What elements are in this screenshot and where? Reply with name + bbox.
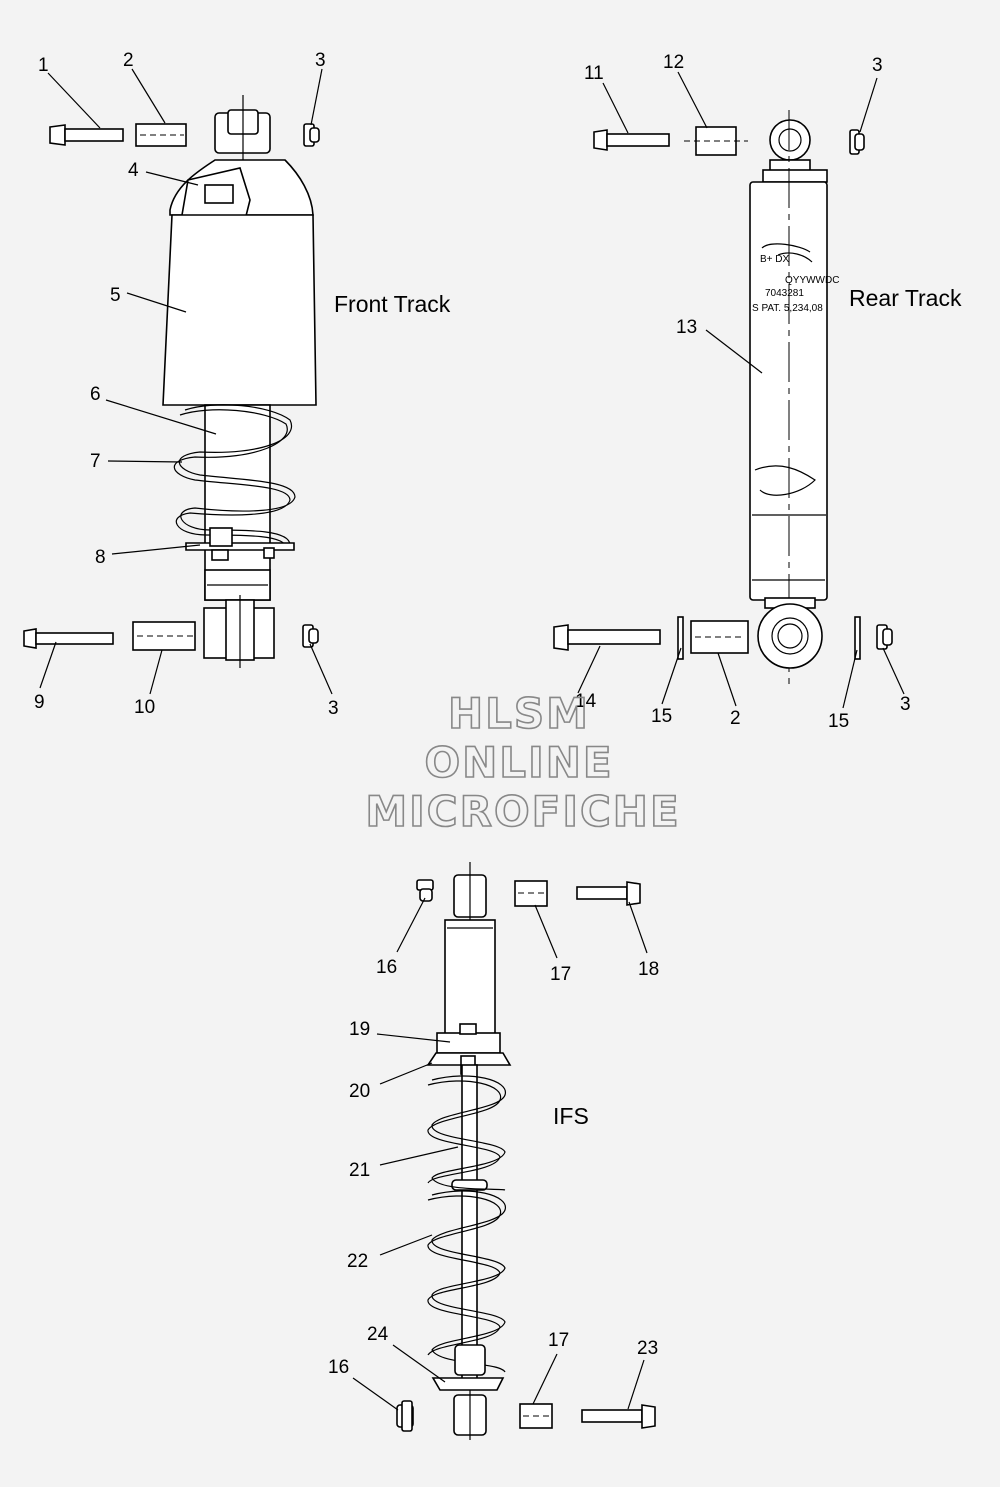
callout-16-top: 16 <box>376 957 397 978</box>
callout-12: 12 <box>663 52 684 73</box>
callout-11: 11 <box>584 63 604 84</box>
callout-6: 6 <box>90 384 101 405</box>
section-title-ifs: IFS <box>553 1103 589 1129</box>
callout-18: 18 <box>638 959 659 980</box>
nut-3-rear-lower[interactable] <box>876 624 893 650</box>
callout-4: 4 <box>128 160 139 181</box>
spring-21[interactable] <box>427 1075 506 1191</box>
nut-16-top[interactable] <box>416 879 434 902</box>
shock-body-13[interactable]: B+ DX QYYWWDC 7043281 S PAT. 5,234,08 <box>749 110 839 690</box>
watermark-line-3: MICROFICHE <box>365 787 680 836</box>
shock-label-partno: 7043281 <box>765 288 804 299</box>
ifs-lower-eye[interactable] <box>453 1390 487 1440</box>
callout-10: 10 <box>134 697 155 718</box>
preload-collar-19[interactable] <box>436 1023 501 1054</box>
bolt-1[interactable] <box>49 124 124 146</box>
spring-7[interactable] <box>173 404 296 549</box>
callout-21: 21 <box>349 1160 370 1181</box>
washer-15-left[interactable] <box>677 616 684 660</box>
nut-3-lower[interactable] <box>302 624 319 648</box>
bushing-17-top[interactable] <box>514 880 548 907</box>
watermark-line-1: HLSM <box>448 689 590 738</box>
bolt-23[interactable] <box>581 1404 656 1429</box>
rear-shock-lower-eye[interactable] <box>757 597 823 669</box>
callout-23: 23 <box>637 1338 658 1359</box>
callout-13: 13 <box>676 317 697 338</box>
nut-3-top[interactable] <box>303 123 320 147</box>
nut-16-lower[interactable] <box>396 1400 414 1432</box>
section-title-rear-track: Rear Track <box>849 285 962 311</box>
rear-track-assembly: B+ DX QYYWWDC 7043281 S PAT. 5,234,08 <box>553 52 962 732</box>
washer-15-right[interactable] <box>854 616 861 660</box>
adjuster-cap-4[interactable] <box>169 159 314 221</box>
callout-15-left: 15 <box>651 706 672 727</box>
callout-1: 1 <box>38 55 49 76</box>
callout-3: 3 <box>315 50 326 71</box>
callout-24: 24 <box>367 1324 389 1345</box>
bushing-17-lower[interactable] <box>519 1403 553 1429</box>
front-shock-lower-eye[interactable] <box>203 595 275 668</box>
bushing-12[interactable] <box>684 126 748 156</box>
spring-seat-24[interactable] <box>431 1344 505 1391</box>
callout-14: 14 <box>575 691 597 712</box>
shock-label-patent: S PAT. 5,234,08 <box>752 303 823 314</box>
callout-5: 5 <box>110 285 121 306</box>
callout-2-rear: 2 <box>730 708 741 729</box>
ifs-body[interactable] <box>444 919 496 1036</box>
bolt-11[interactable] <box>593 129 670 151</box>
callout-16-lower: 16 <box>328 1357 349 1378</box>
bushing-2-rear[interactable] <box>690 620 749 654</box>
callout-17-lower: 17 <box>548 1330 569 1351</box>
callout-8: 8 <box>95 547 106 568</box>
boot-5[interactable] <box>162 214 317 406</box>
front-track-assembly: 1 2 3 4 5 6 7 8 9 10 3 Front Track <box>23 50 451 719</box>
watermark: HLSM ONLINE MICROFICHE <box>365 688 680 837</box>
shock-label-code: QYYWWDC <box>785 275 839 286</box>
callout-9: 9 <box>34 692 45 713</box>
spring-seat-8[interactable] <box>185 527 295 561</box>
callout-17-top: 17 <box>550 964 571 985</box>
callout-3-lower: 3 <box>328 698 339 719</box>
callout-22: 22 <box>347 1251 368 1272</box>
bushing-10[interactable] <box>132 621 196 651</box>
bolt-9[interactable] <box>23 628 114 649</box>
callout-20: 20 <box>349 1081 370 1102</box>
callout-7: 7 <box>90 451 101 472</box>
callout-3-rear-lower: 3 <box>900 694 911 715</box>
rear-shock-logo: B+ DX <box>760 254 790 265</box>
rear-shock-top-eye[interactable] <box>769 119 811 173</box>
callout-19: 19 <box>349 1019 370 1040</box>
spring-22[interactable] <box>427 1190 506 1373</box>
front-shock-top-eye[interactable] <box>214 95 271 165</box>
callout-3-rear-top: 3 <box>872 55 883 76</box>
bolt-14[interactable] <box>553 624 661 651</box>
callout-15-right: 15 <box>828 711 849 732</box>
ifs-assembly: 16 17 18 19 20 21 22 24 16 17 23 IFS <box>328 862 659 1440</box>
bushing-2[interactable] <box>135 123 187 147</box>
nut-3-rear-top[interactable] <box>849 129 865 155</box>
section-title-front-track: Front Track <box>334 291 451 317</box>
bolt-18[interactable] <box>576 881 641 906</box>
callout-2: 2 <box>123 50 134 71</box>
ifs-top-eye[interactable] <box>453 862 487 930</box>
watermark-line-2: ONLINE <box>424 738 613 787</box>
shaft-6[interactable] <box>204 404 271 601</box>
